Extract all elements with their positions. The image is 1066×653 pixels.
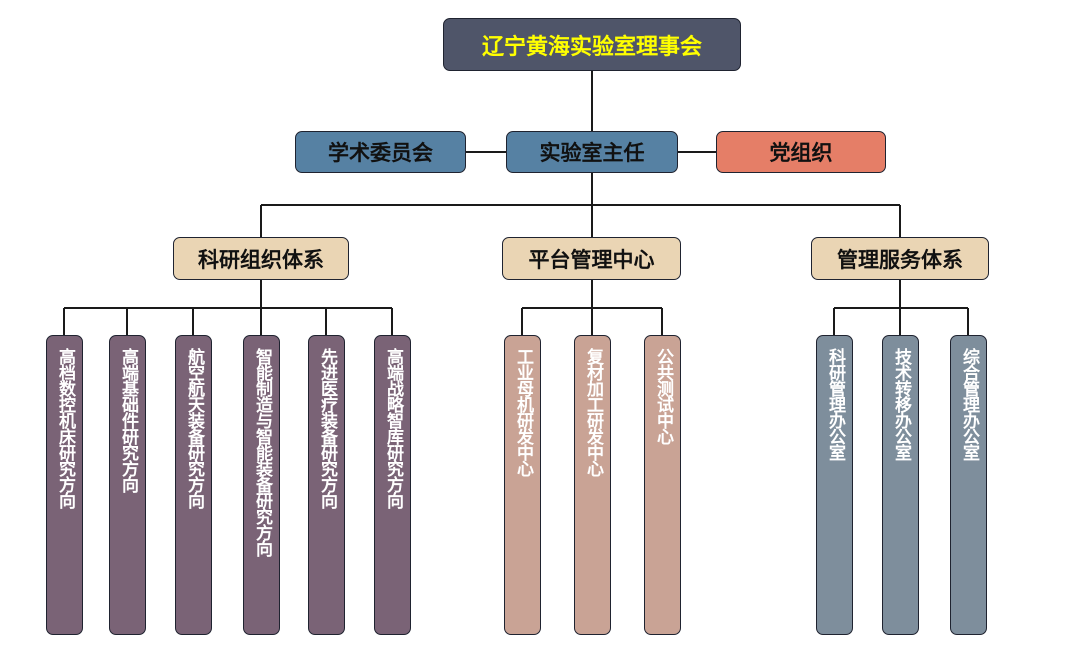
service-office-label: 技术转移办公室 xyxy=(891,348,911,460)
research-direction-label: 高档数控机床研究方向 xyxy=(55,348,75,508)
platform-center-item-box: 工业母机研发中心 xyxy=(504,335,541,635)
service-office-label: 综合管理办公室 xyxy=(959,348,979,460)
research-direction-box: 高端基础件研究方向 xyxy=(109,335,146,635)
research-system-box: 科研组织体系 xyxy=(173,237,349,280)
research-direction-box: 航空航天装备研究方向 xyxy=(175,335,212,635)
platform-center-item-box: 复材加工研发中心 xyxy=(574,335,611,635)
director-box: 实验室主任 xyxy=(506,131,678,173)
platform-center-item-label: 复材加工研发中心 xyxy=(583,348,603,476)
research-direction-box: 高档数控机床研究方向 xyxy=(46,335,83,635)
service-office-box: 技术转移办公室 xyxy=(882,335,919,635)
platform-center-item-box: 公共测试中心 xyxy=(644,335,681,635)
research-direction-box: 高端战略智库研究方向 xyxy=(374,335,411,635)
council-label: 辽宁黄海实验室理事会 xyxy=(481,34,702,60)
platform-center-item-label: 公共测试中心 xyxy=(653,348,673,444)
platform-center-box: 平台管理中心 xyxy=(502,237,681,280)
service-system-box: 管理服务体系 xyxy=(811,237,989,280)
platform-center-item-label: 工业母机研发中心 xyxy=(513,348,533,476)
research-direction-label: 航空航天装备研究方向 xyxy=(184,348,204,508)
platform-center-label: 平台管理中心 xyxy=(528,247,655,272)
academic-committee-label: 学术委员会 xyxy=(328,141,433,165)
research-system-label: 科研组织体系 xyxy=(198,247,324,272)
director-label: 实验室主任 xyxy=(539,141,645,165)
service-office-box: 科研管理办公室 xyxy=(816,335,853,635)
service-system-label: 管理服务体系 xyxy=(837,247,963,272)
party-org-box: 党组织 xyxy=(716,131,886,173)
research-direction-label: 智能制造与智能装备研究方向 xyxy=(252,348,272,556)
research-direction-box: 智能制造与智能装备研究方向 xyxy=(243,335,280,635)
research-direction-box: 先进医疗装备研究方向 xyxy=(308,335,345,635)
party-org-label: 党组织 xyxy=(769,141,833,165)
research-direction-label: 高端战略智库研究方向 xyxy=(383,348,403,508)
research-direction-label: 先进医疗装备研究方向 xyxy=(317,348,337,508)
council-box: 辽宁黄海实验室理事会 xyxy=(443,18,741,71)
research-direction-label: 高端基础件研究方向 xyxy=(118,348,138,492)
service-office-label: 科研管理办公室 xyxy=(825,348,845,460)
service-office-box: 综合管理办公室 xyxy=(950,335,987,635)
academic-committee-box: 学术委员会 xyxy=(295,131,466,173)
